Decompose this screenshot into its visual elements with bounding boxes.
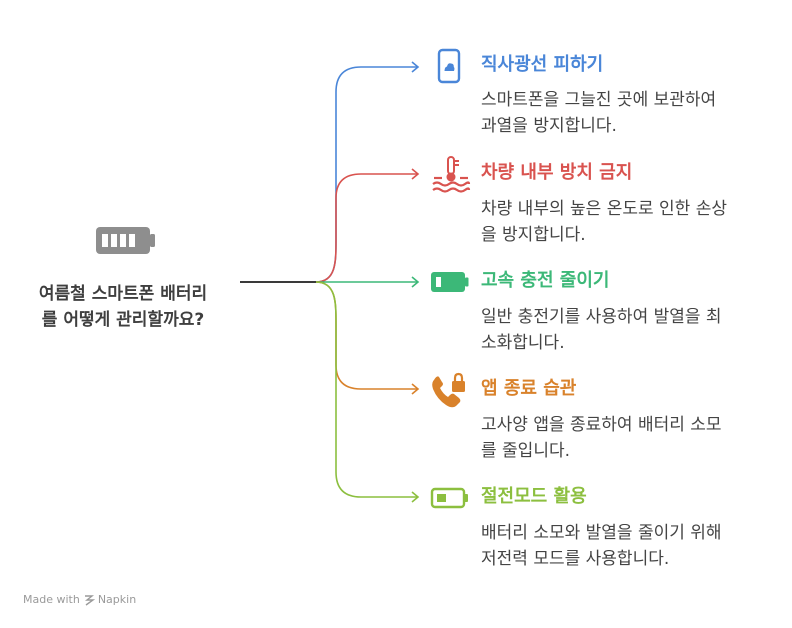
branch-arrow-4 — [411, 383, 420, 395]
battery-full-icon — [431, 272, 469, 292]
battery-icon — [96, 227, 155, 254]
napkin-logo-icon — [84, 594, 95, 606]
branch-title-3: 고속 충전 줄이기 — [481, 270, 610, 291]
made-with-napkin[interactable]: Made with Napkin — [23, 593, 136, 606]
branch-connector-4 — [315, 281, 418, 390]
heat-thermometer-icon — [432, 156, 471, 193]
branch-title-1: 직사광선 피하기 — [481, 54, 604, 75]
center-title: 여름철 스마트폰 배터리 를 어떻게 관리할까요? — [38, 284, 208, 330]
branch-connector-5 — [315, 281, 418, 498]
branch-title-4: 앱 종료 습관 — [481, 378, 577, 399]
battery-low-icon — [430, 487, 468, 509]
branch-desc-4: 고사양 앱을 종료하여 배터리 소모 를 줄입니다. — [481, 415, 722, 461]
footer-brand: Napkin — [97, 593, 137, 606]
phone-lock-icon — [432, 372, 465, 408]
branch-title-5: 절전모드 활용 — [481, 486, 587, 507]
branch-desc-1: 스마트폰을 그늘진 곳에 보관하여 과열을 방지합니다. — [481, 90, 717, 136]
branch-arrow-1 — [411, 61, 420, 73]
branch-arrow-2 — [411, 168, 420, 180]
branch-desc-2: 차량 내부의 높은 온도로 인한 손상 을 방지합니다. — [481, 199, 727, 245]
branch-arrow-5 — [411, 491, 420, 503]
branch-desc-3: 일반 충전기를 사용하여 발열을 최 소화합니다. — [481, 307, 722, 353]
branch-title-2: 차량 내부 방치 금지 — [481, 162, 633, 183]
phone-icon — [437, 48, 461, 84]
branch-arrow-3 — [411, 276, 420, 288]
footer-text: Made with — [23, 593, 80, 606]
branch-desc-5: 배터리 소모와 발열을 줄이기 위해 저전력 모드를 사용합니다. — [481, 523, 722, 569]
branch-connector-2 — [315, 173, 418, 283]
